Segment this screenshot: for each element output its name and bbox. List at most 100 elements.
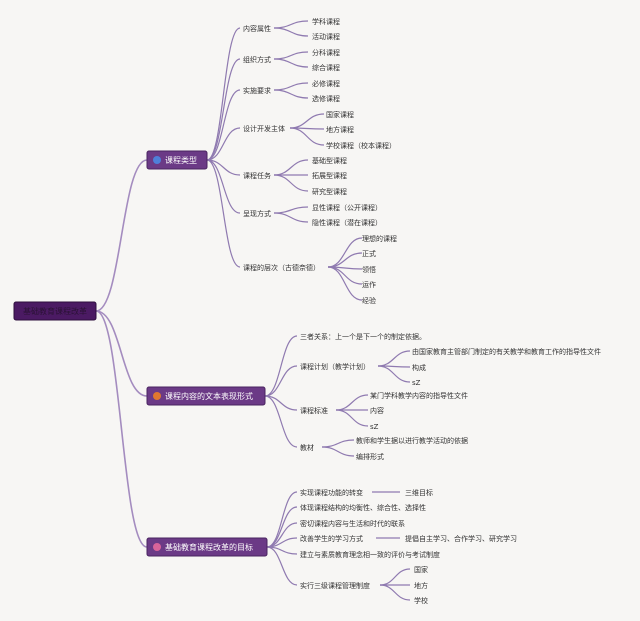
branch-node-reform-goals[interactable]: 基础教育课程改革的目标 <box>146 537 268 557</box>
connector-line <box>206 127 241 161</box>
node-three-relation[interactable]: 三者关系：上一个是下一个的制定依据。 <box>300 332 426 341</box>
leaf[interactable]: 选修课程 <box>312 94 340 103</box>
connector-line <box>95 159 148 312</box>
node-course-task[interactable]: 课程任务 <box>243 171 271 180</box>
connector-line <box>273 51 309 60</box>
node-implementation[interactable]: 实施要求 <box>243 86 271 95</box>
node-course-plan[interactable]: 课程计划（教学计划） <box>300 362 370 371</box>
node-structure-balance[interactable]: 体现课程结构的均衡性、综合性、选择性 <box>300 503 426 512</box>
connector-line <box>273 174 309 192</box>
leaf[interactable]: 某门学科教学内容的指导性文件 <box>370 391 468 400</box>
connector-line <box>273 89 309 99</box>
node-function-shift[interactable]: 实现课程功能的转变 <box>300 488 363 497</box>
node-course-standard[interactable]: 课程标准 <box>300 406 328 415</box>
connector-line <box>321 446 355 457</box>
connector-line <box>379 584 411 601</box>
blue-circle-icon <box>153 156 161 164</box>
connector-line <box>335 394 369 411</box>
leaf[interactable]: 三维目标 <box>405 488 433 497</box>
connector-line <box>273 159 309 176</box>
leaf[interactable]: 理想的课程 <box>362 234 397 243</box>
leaf[interactable]: 显性课程（公开课程） <box>312 203 382 212</box>
branch-label: 基础教育课程改革的目标 <box>165 542 253 552</box>
connector-line <box>289 113 325 129</box>
connector-line <box>321 439 355 448</box>
connector-line <box>273 206 309 214</box>
leaf[interactable]: 运作 <box>362 280 376 289</box>
connector-line <box>273 58 309 68</box>
leaf[interactable]: 研究型课程 <box>312 187 347 196</box>
connector-line <box>266 506 298 548</box>
node-design-subject[interactable]: 设计开发主体 <box>243 124 285 133</box>
branch-node-course-types[interactable]: 课程类型 <box>146 150 208 170</box>
leaf[interactable]: 活动课程 <box>312 32 340 41</box>
connector-line <box>206 159 241 268</box>
leaf[interactable]: 学校课程（校本课程） <box>326 141 396 150</box>
branch-label: 课程类型 <box>165 155 197 165</box>
pink-circle-icon <box>153 543 161 551</box>
leaf[interactable]: 构成 <box>412 363 426 372</box>
leaf[interactable]: 学科课程 <box>312 17 340 26</box>
connector-line <box>379 568 411 586</box>
connector-line <box>273 20 309 29</box>
leaf[interactable]: 学校 <box>414 596 428 605</box>
node-presentation[interactable]: 呈现方式 <box>243 209 271 218</box>
connector-line <box>273 212 309 223</box>
leaf[interactable]: 教师和学生据以进行教学活动的依据 <box>356 436 468 445</box>
connector-line <box>95 310 148 548</box>
leaf[interactable]: 地方课程 <box>326 125 354 134</box>
leaf[interactable]: 基础型课程 <box>312 156 347 165</box>
connector-line <box>264 365 298 397</box>
leaf[interactable]: 拓展型课程 <box>312 171 347 180</box>
leaf[interactable]: 正式 <box>362 249 376 258</box>
node-organization[interactable]: 组织方式 <box>243 55 271 64</box>
node-content-life[interactable]: 密切课程内容与生活和时代的联系 <box>300 519 405 528</box>
node-course-levels[interactable]: 课程的层次（古德奈德） <box>243 263 320 272</box>
connector-lines <box>95 20 411 601</box>
connector-line <box>327 266 363 301</box>
connector-line <box>273 82 309 91</box>
leaf[interactable]: 经验 <box>362 296 376 305</box>
orange-circle-icon <box>153 392 161 400</box>
leaf[interactable]: sZ <box>370 423 379 431</box>
branch-node-text-forms[interactable]: 课程内容的文本表现形式 <box>146 386 266 406</box>
connector-line <box>266 546 298 586</box>
node-textbook[interactable]: 教材 <box>300 443 314 452</box>
connector-line <box>327 252 363 268</box>
root-label: 基础教育课程改革 <box>23 306 87 316</box>
leaf[interactable]: 领悟 <box>362 265 376 274</box>
branch-label: 课程内容的文本表现形式 <box>165 391 253 401</box>
connector-line <box>206 27 241 161</box>
leaf[interactable]: 国家 <box>414 565 428 574</box>
leaf[interactable]: 内容 <box>370 406 384 415</box>
connector-line <box>289 127 325 146</box>
connector-line <box>377 350 411 367</box>
connector-line <box>95 310 148 397</box>
connector-line <box>206 89 241 161</box>
connector-line <box>327 266 363 285</box>
leaf[interactable]: 国家课程 <box>326 110 354 119</box>
node-evaluation-system[interactable]: 建立与素质教育理念相一致的评价与考试制度 <box>300 550 440 559</box>
leaf[interactable]: 提倡自主学习、合作学习、研究学习 <box>405 534 517 543</box>
leaf[interactable]: 编排形式 <box>356 452 384 461</box>
connector-line <box>264 335 298 397</box>
leaf[interactable]: 地方 <box>414 581 428 590</box>
connector-line <box>206 58 241 161</box>
leaf[interactable]: 由国家教育主管部门制定的有关教学和教育工作的指导性文件 <box>412 347 601 356</box>
connector-line <box>264 395 298 448</box>
leaf[interactable]: 隐性课程（潜在课程） <box>312 218 382 227</box>
connector-line <box>273 27 309 37</box>
leaf[interactable]: 分科课程 <box>312 48 340 57</box>
connector-line <box>327 237 363 268</box>
leaf[interactable]: 必修课程 <box>312 79 340 88</box>
connector-line <box>335 409 369 427</box>
node-three-level-management[interactable]: 实行三级课程管理制度 <box>300 581 370 590</box>
root-node[interactable]: 基础教育课程改革 <box>13 301 97 321</box>
connector-line <box>206 159 241 214</box>
leaf[interactable]: sZ <box>412 379 421 387</box>
node-content-attribute[interactable]: 内容属性 <box>243 24 271 33</box>
connector-line <box>377 365 411 383</box>
node-learning-style[interactable]: 改善学生的学习方式 <box>300 534 363 543</box>
leaf[interactable]: 综合课程 <box>312 63 340 72</box>
